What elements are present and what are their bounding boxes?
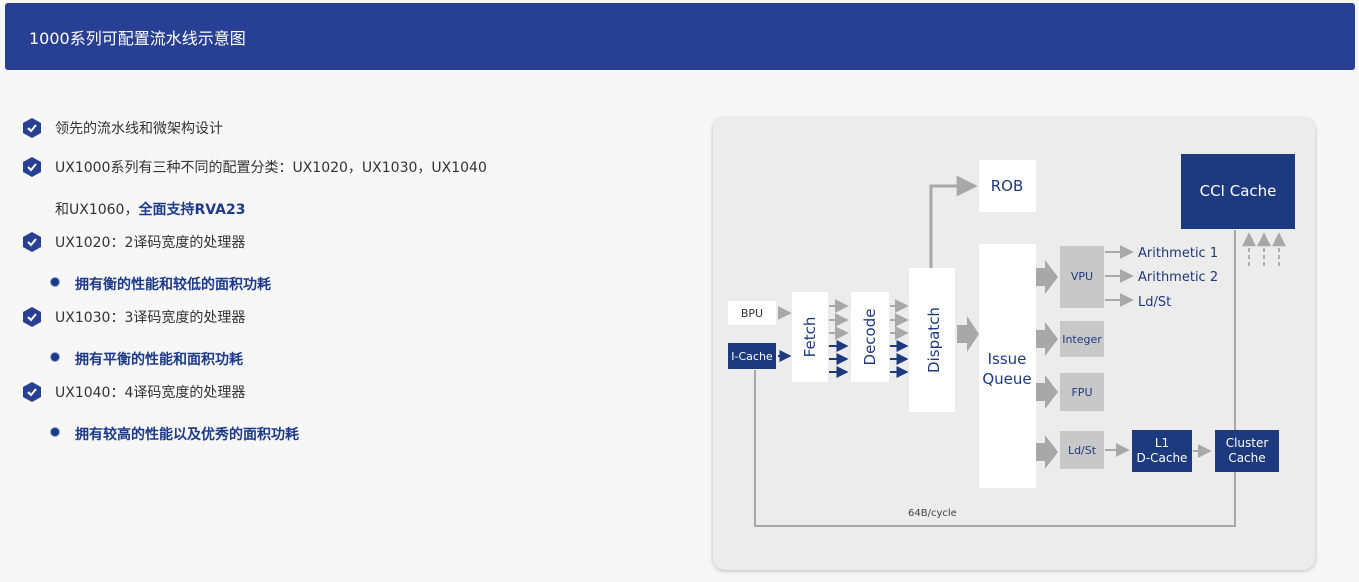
cci-cache-block xyxy=(1181,154,1295,229)
check-shield-icon xyxy=(23,232,41,252)
dispatch-issue-arrow xyxy=(957,316,979,352)
check-shield-icon xyxy=(23,118,41,138)
bpu-label: BPU xyxy=(741,307,763,320)
issue-queue-block xyxy=(979,244,1036,488)
cluster-label-2: Cache xyxy=(1228,451,1265,465)
dispatch-rob-arrow xyxy=(929,175,978,268)
dispatch-block xyxy=(909,268,955,412)
sub-text: 拥有平衡的性能和面积功耗 xyxy=(75,352,243,368)
bullet-dot-icon xyxy=(51,353,59,361)
page-header: 1000系列可配置流水线示意图 xyxy=(5,3,1355,70)
decode-dispatch-arrows xyxy=(890,299,909,378)
vpu-output-arrows xyxy=(1105,245,1134,307)
feature-item: UX1030：3译码宽度的处理器 xyxy=(22,306,245,328)
integer-block xyxy=(1060,321,1104,357)
fetch-decode-arrows xyxy=(829,299,849,378)
issue-unit-arrows xyxy=(1036,260,1058,469)
decode-block xyxy=(851,292,889,382)
feature-text: UX1030：3译码宽度的处理器 xyxy=(55,310,246,326)
l1-dcache-block xyxy=(1132,430,1192,472)
cluster-label-1: Cluster xyxy=(1226,436,1269,450)
sub-text: 拥有较高的性能以及优秀的面积功耗 xyxy=(75,427,299,443)
pipeline-diagram: 64B/cycle BPU I-Cache Fetch Decode xyxy=(713,118,1315,570)
vpu-block xyxy=(1060,246,1104,308)
vpu-label: VPU xyxy=(1071,270,1093,283)
continuation-text: 和UX1060， xyxy=(55,202,139,218)
feature-continuation: 和UX1060，全面支持RVA23 xyxy=(55,199,245,219)
check-shield-icon xyxy=(23,157,41,177)
issue-label-1: Issue xyxy=(988,350,1027,368)
issue-label-2: Queue xyxy=(982,370,1031,388)
page-title: 1000系列可配置流水线示意图 xyxy=(29,28,246,48)
pipeline-svg: 64B/cycle BPU I-Cache Fetch Decode xyxy=(728,154,1295,527)
l1-label-2: D-Cache xyxy=(1137,451,1188,465)
cluster-cache-block xyxy=(1215,430,1279,472)
sub-text: 拥有衡的性能和较低的面积功耗 xyxy=(75,277,271,293)
decode-label: Decode xyxy=(861,309,879,366)
feature-item: UX1000系列有三种不同的配置分类：UX1020，UX1030，UX1040 xyxy=(22,156,487,178)
integer-label: Integer xyxy=(1062,333,1102,346)
feature-item: 领先的流水线和微架构设计 xyxy=(22,117,223,139)
check-shield-icon xyxy=(23,382,41,402)
ldst-out-label: Ld/St xyxy=(1138,295,1171,310)
fetch-label: Fetch xyxy=(801,317,819,358)
feature-text: UX1020：2译码宽度的处理器 xyxy=(55,235,246,251)
icache-block xyxy=(728,343,776,369)
sub-item: 拥有衡的性能和较低的面积功耗 xyxy=(51,274,271,294)
arith2-label: Arithmetic 2 xyxy=(1138,270,1218,285)
bullet-dot-icon xyxy=(51,278,59,286)
sub-item: 拥有较高的性能以及优秀的面积功耗 xyxy=(51,424,299,444)
feedback-bus-line xyxy=(754,370,1236,527)
sub-item: 拥有平衡的性能和面积功耗 xyxy=(51,349,243,369)
fpu-label: FPU xyxy=(1071,386,1092,399)
ldst-block xyxy=(1060,431,1104,469)
rob-block xyxy=(979,160,1036,212)
arith1-label: Arithmetic 1 xyxy=(1138,246,1218,261)
feature-text: 领先的流水线和微架构设计 xyxy=(55,121,223,137)
bullet-dot-icon xyxy=(51,428,59,436)
bus-label: 64B/cycle xyxy=(908,508,957,519)
ldst-label: Ld/St xyxy=(1068,444,1097,457)
icache-label: I-Cache xyxy=(731,350,773,363)
feature-item: UX1040：4译码宽度的处理器 xyxy=(22,381,245,403)
feature-text: UX1040：4译码宽度的处理器 xyxy=(55,385,246,401)
fpu-block xyxy=(1060,373,1104,411)
check-shield-icon xyxy=(23,307,41,327)
cci-dashed-arrows xyxy=(1242,232,1286,266)
feature-item: UX1020：2译码宽度的处理器 xyxy=(22,231,245,253)
feature-text: UX1000系列有三种不同的配置分类：UX1020，UX1030，UX1040 xyxy=(55,160,487,176)
bpu-block xyxy=(728,301,776,325)
continuation-highlight: 全面支持RVA23 xyxy=(138,202,246,218)
rob-label: ROB xyxy=(991,177,1024,195)
l1-label-1: L1 xyxy=(1155,436,1169,450)
fetch-block xyxy=(792,292,828,382)
cci-label: CCI Cache xyxy=(1200,182,1277,200)
dispatch-label: Dispatch xyxy=(925,307,943,373)
